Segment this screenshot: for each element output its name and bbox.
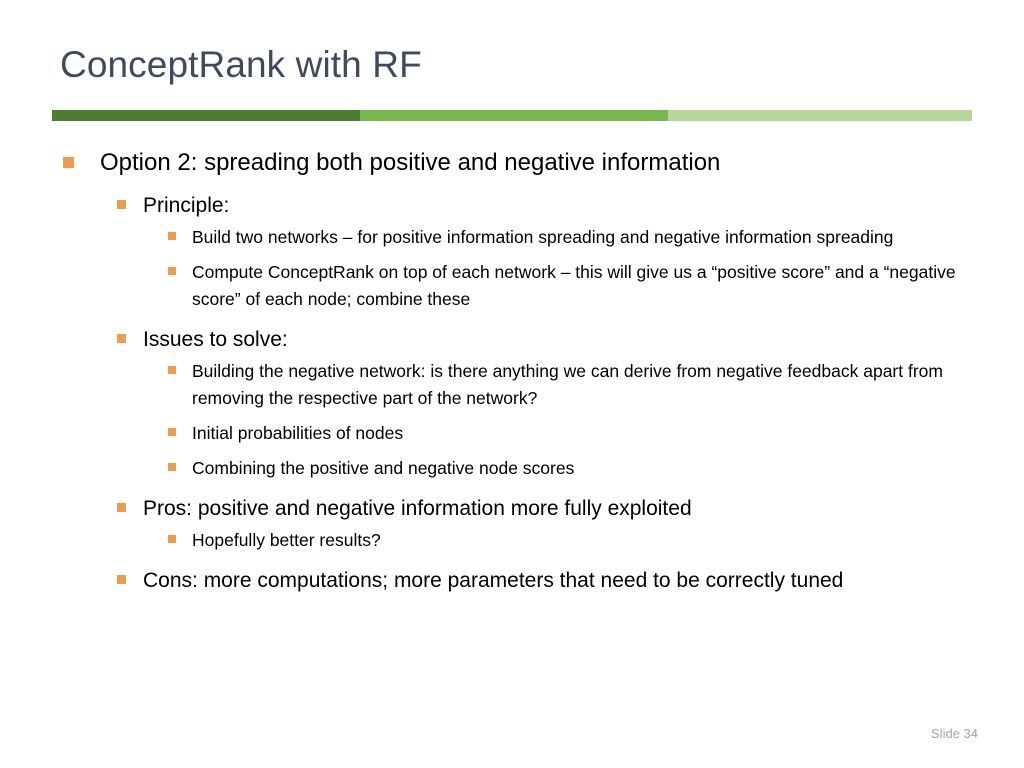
square-bullet-icon [117, 334, 126, 343]
bullet-text: Initial probabilities of nodes [192, 423, 404, 443]
bullet-level3: Combining the positive and negative node… [0, 455, 1024, 482]
bullet-text: Compute ConceptRank on top of each netwo… [192, 262, 956, 309]
slide-body: Option 2: spreading both positive and ne… [0, 146, 1024, 599]
bullet-level3: Initial probabilities of nodes [0, 420, 1024, 447]
bullet-text: Principle: [143, 194, 230, 217]
page-title: ConceptRank with RF [60, 44, 422, 85]
spacer [0, 484, 1024, 494]
spacer [0, 315, 1024, 325]
bullet-text: Hopefully better results? [192, 530, 381, 550]
accent-segment-dark [52, 110, 361, 121]
bullet-level2: Issues to solve: [0, 325, 1024, 355]
bullet-text: Option 2: spreading both positive and ne… [100, 149, 721, 176]
bullet-level3: Hopefully better results? [0, 527, 1024, 554]
accent-divider-bar [52, 110, 972, 121]
square-bullet-icon [63, 157, 74, 168]
square-bullet-icon [168, 428, 176, 436]
square-bullet-icon [117, 503, 126, 512]
bullet-level2: Cons: more computations; more parameters… [0, 566, 1024, 596]
bullet-text: Issues to solve: [143, 328, 288, 351]
bullet-level2: Principle: [0, 191, 1024, 221]
bullet-level3: Building the negative network: is there … [0, 358, 1024, 412]
spacer [0, 556, 1024, 566]
bullet-text: Pros: positive and negative information … [143, 497, 692, 520]
square-bullet-icon [168, 232, 176, 240]
bullet-level3: Compute ConceptRank on top of each netwo… [0, 259, 1024, 313]
bullet-text: Combining the positive and negative node… [192, 458, 575, 478]
square-bullet-icon [117, 575, 126, 584]
square-bullet-icon [168, 366, 176, 374]
square-bullet-icon [168, 535, 176, 543]
accent-segment-light [668, 110, 972, 121]
accent-segment-mid [360, 110, 669, 121]
square-bullet-icon [117, 200, 126, 209]
bullet-level1: Option 2: spreading both positive and ne… [0, 146, 1024, 179]
bullet-level2: Pros: positive and negative information … [0, 494, 1024, 524]
bullet-text: Cons: more computations; more parameters… [143, 569, 844, 592]
square-bullet-icon [168, 267, 176, 275]
slide-number-footer: Slide 34 [931, 726, 978, 741]
bullet-level3: Build two networks – for positive inform… [0, 224, 1024, 251]
bullet-text: Building the negative network: is there … [192, 361, 943, 408]
bullet-text: Build two networks – for positive inform… [192, 227, 894, 247]
square-bullet-icon [168, 463, 176, 471]
